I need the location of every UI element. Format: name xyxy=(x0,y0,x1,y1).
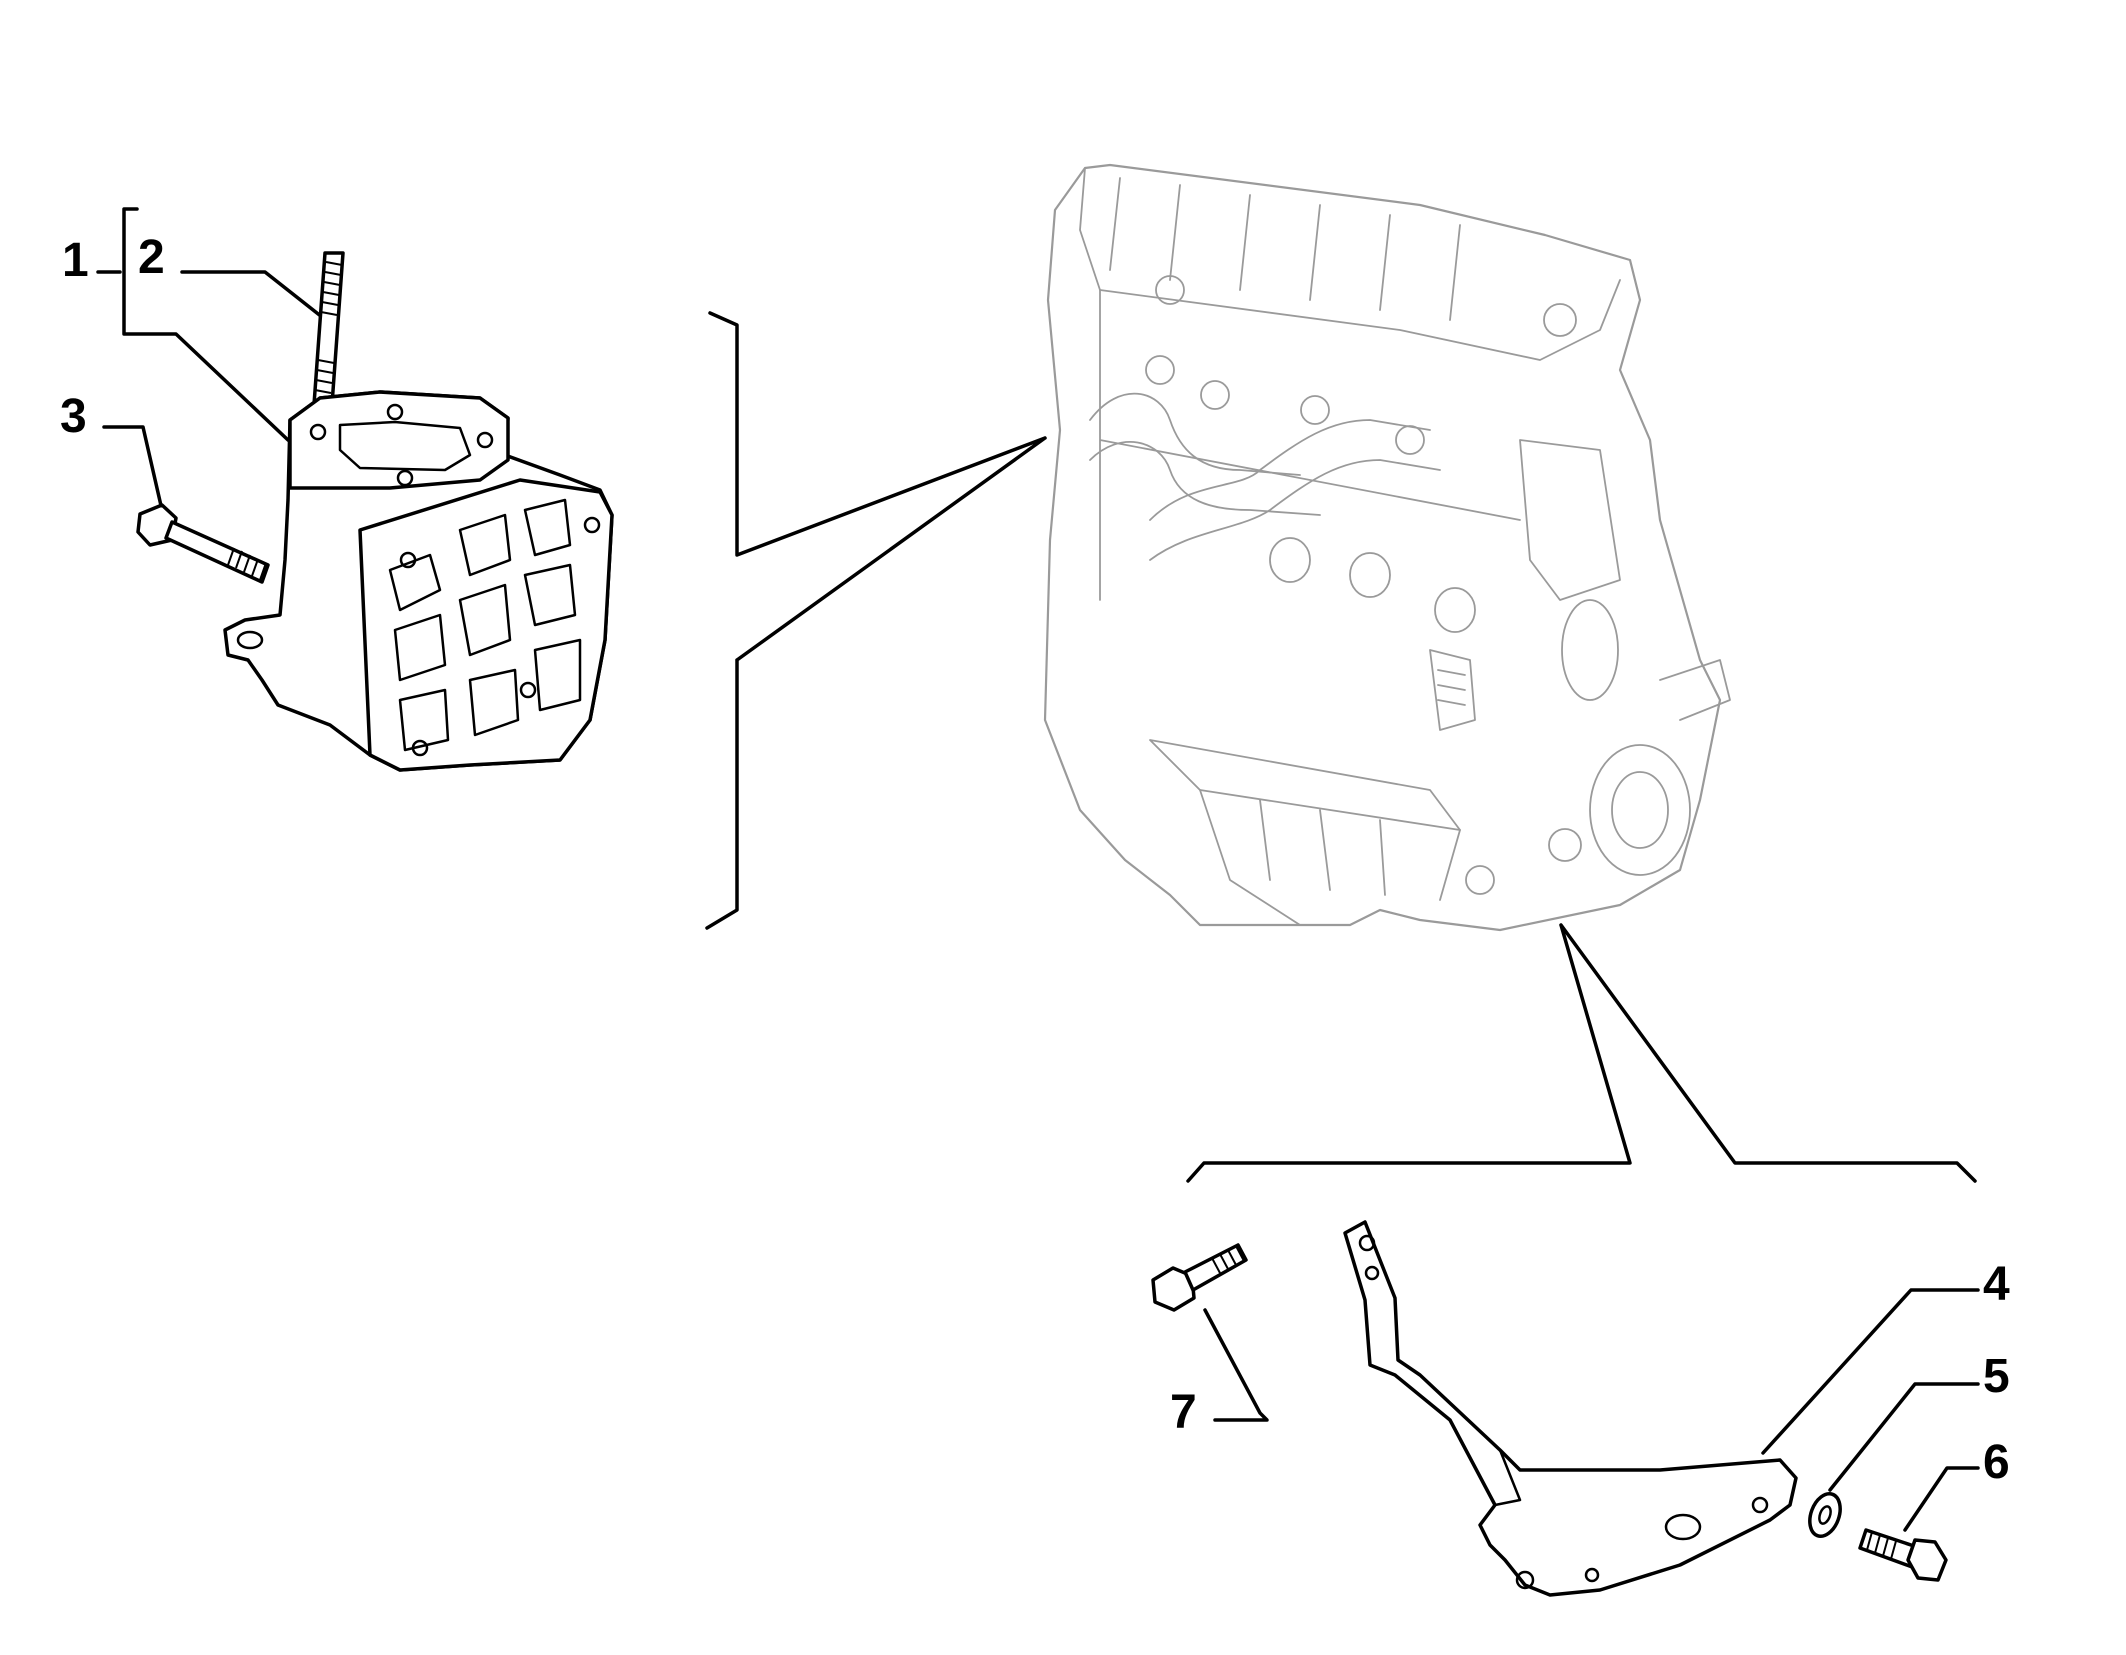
callout-label-3: 3 xyxy=(60,390,87,443)
left-assembly-bracket xyxy=(705,311,1047,930)
callout-label-5: 5 xyxy=(1983,1350,2010,1403)
callout-3-leader xyxy=(102,425,164,512)
bracket-arm-part-4 xyxy=(1343,1220,1798,1597)
washer-part-5 xyxy=(1808,1492,1842,1538)
engine-mount-bracket-part-1 xyxy=(223,390,614,772)
leader-lines xyxy=(96,207,1980,1532)
bolt-part-3 xyxy=(136,503,270,584)
callout-4-leader xyxy=(1761,1288,1980,1455)
callout-labels: 1 2 3 4 5 6 7 xyxy=(60,231,2010,1489)
callout-1-leader xyxy=(96,207,290,442)
callout-label-2: 2 xyxy=(138,231,165,284)
callout-6-leader xyxy=(1903,1466,1980,1532)
callout-label-6: 6 xyxy=(1983,1436,2010,1489)
callout-5-leader xyxy=(1828,1382,1980,1492)
callout-7-leader xyxy=(1203,1308,1269,1422)
engine-block-illustration xyxy=(1043,163,1731,932)
callout-label-7: 7 xyxy=(1170,1386,1197,1439)
lower-assembly-bracket xyxy=(1186,923,1977,1183)
bolt-part-7 xyxy=(1151,1243,1248,1312)
callout-label-4: 4 xyxy=(1983,1258,2010,1311)
callout-label-1: 1 xyxy=(62,234,89,287)
screw-part-6 xyxy=(1858,1528,1948,1582)
callout-2-leader xyxy=(180,270,324,319)
